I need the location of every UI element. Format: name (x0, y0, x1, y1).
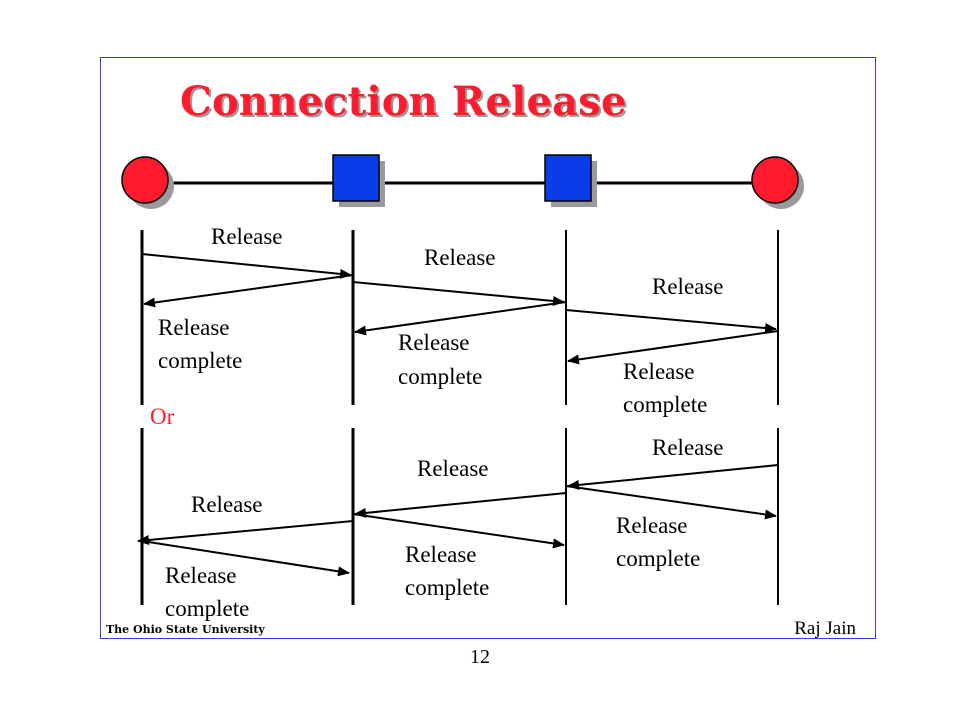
s1-release-label-3: Release (652, 274, 724, 299)
s1-release-arrow-3 (565, 309, 777, 333)
s2-complete-arrow-2 (352, 513, 565, 549)
s1-complete-label-3a: Release (623, 359, 695, 384)
s1-release-arrow-1 (141, 253, 352, 279)
s1-release-arrow-2 (352, 281, 565, 306)
s2-complete-label-2a: Release (405, 542, 477, 567)
switch-2 (544, 154, 592, 202)
s2-complete-label-1a: Release (165, 563, 237, 588)
s1-complete-arrow-3 (567, 330, 779, 365)
endpoint-right (751, 156, 799, 204)
s2-release-label-1: Release (191, 492, 263, 517)
s1-complete-label-2b: complete (398, 364, 482, 389)
s2-complete-arrow-3 (565, 485, 777, 520)
s1-complete-label-1b: complete (158, 348, 242, 373)
s2-release-arrow-3 (567, 464, 779, 490)
s1-release-label-1: Release (211, 224, 283, 249)
s2-release-arrow-2 (354, 492, 567, 518)
s2-complete-arrow-1 (141, 540, 350, 577)
s2-release-label-3: Release (652, 435, 724, 460)
s2-complete-label-1b: complete (165, 596, 249, 621)
s1-complete-label-3b: complete (623, 392, 707, 417)
s2-release-arrow-1 (137, 520, 354, 545)
s1-release-label-2: Release (424, 245, 496, 270)
s2-release-label-2: Release (417, 456, 489, 481)
endpoint-left (121, 156, 169, 204)
s1-complete-arrow-1 (143, 274, 354, 308)
s2-complete-label-2b: complete (405, 575, 489, 600)
footer-author: Raj Jain (794, 618, 856, 639)
s1-complete-label-2a: Release (398, 330, 470, 355)
page-number: 12 (470, 646, 490, 668)
s1-complete-label-1a: Release (158, 315, 230, 340)
footer-university: The Ohio State University (106, 623, 265, 636)
slide-frame (100, 57, 876, 639)
or-separator: Or (150, 404, 175, 429)
s2-complete-label-3a: Release (616, 513, 688, 538)
s2-complete-label-3b: complete (616, 546, 700, 571)
slide-title: Connection Release (180, 78, 627, 125)
s1-complete-arrow-2 (354, 301, 567, 336)
switch-1 (332, 154, 380, 202)
